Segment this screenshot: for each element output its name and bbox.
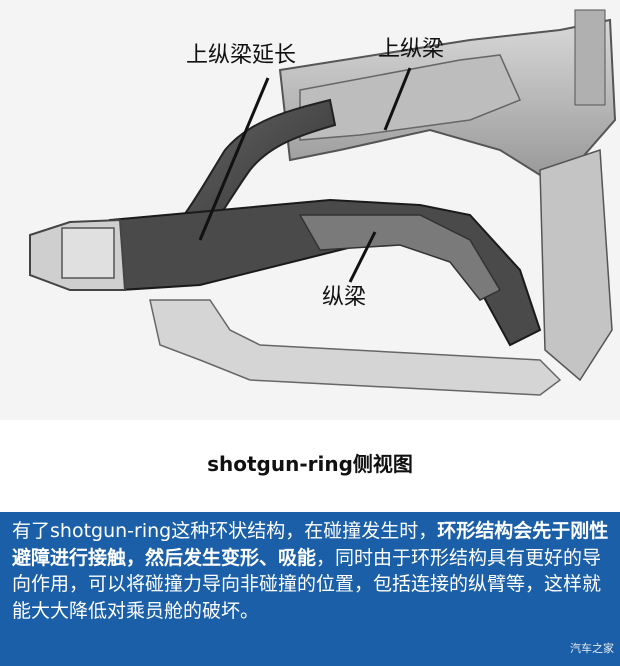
- description-text-2: ，同时由于环形结构具有更好的导向作用，可以将碰撞力导向非碰撞的位置，包括连接的纵…: [12, 546, 602, 622]
- label-upper-rail: 上纵梁: [378, 37, 444, 62]
- description-panel: 有了shotgun-ring这种环状结构，在碰撞发生时，环形结构会先于刚性避障进…: [0, 512, 620, 666]
- structure-illustration: 上纵梁延长 上纵梁 纵梁: [0, 0, 620, 420]
- description-highlight: 环形结构会先于刚性避障进行接触，然后发生变形、吸能: [12, 520, 609, 569]
- watermark: 汽车之家: [570, 641, 614, 655]
- shotgun-ring-diagram: 上纵梁延长 上纵梁 纵梁: [0, 0, 620, 420]
- figure-caption: shotgun-ring侧视图: [207, 452, 413, 476]
- label-longitudinal-rail: 纵梁: [322, 285, 366, 310]
- description-text-1: 有了shotgun-ring这种环状结构，在碰撞发生时，: [12, 520, 438, 542]
- label-upper-rail-extension: 上纵梁延长: [186, 43, 296, 68]
